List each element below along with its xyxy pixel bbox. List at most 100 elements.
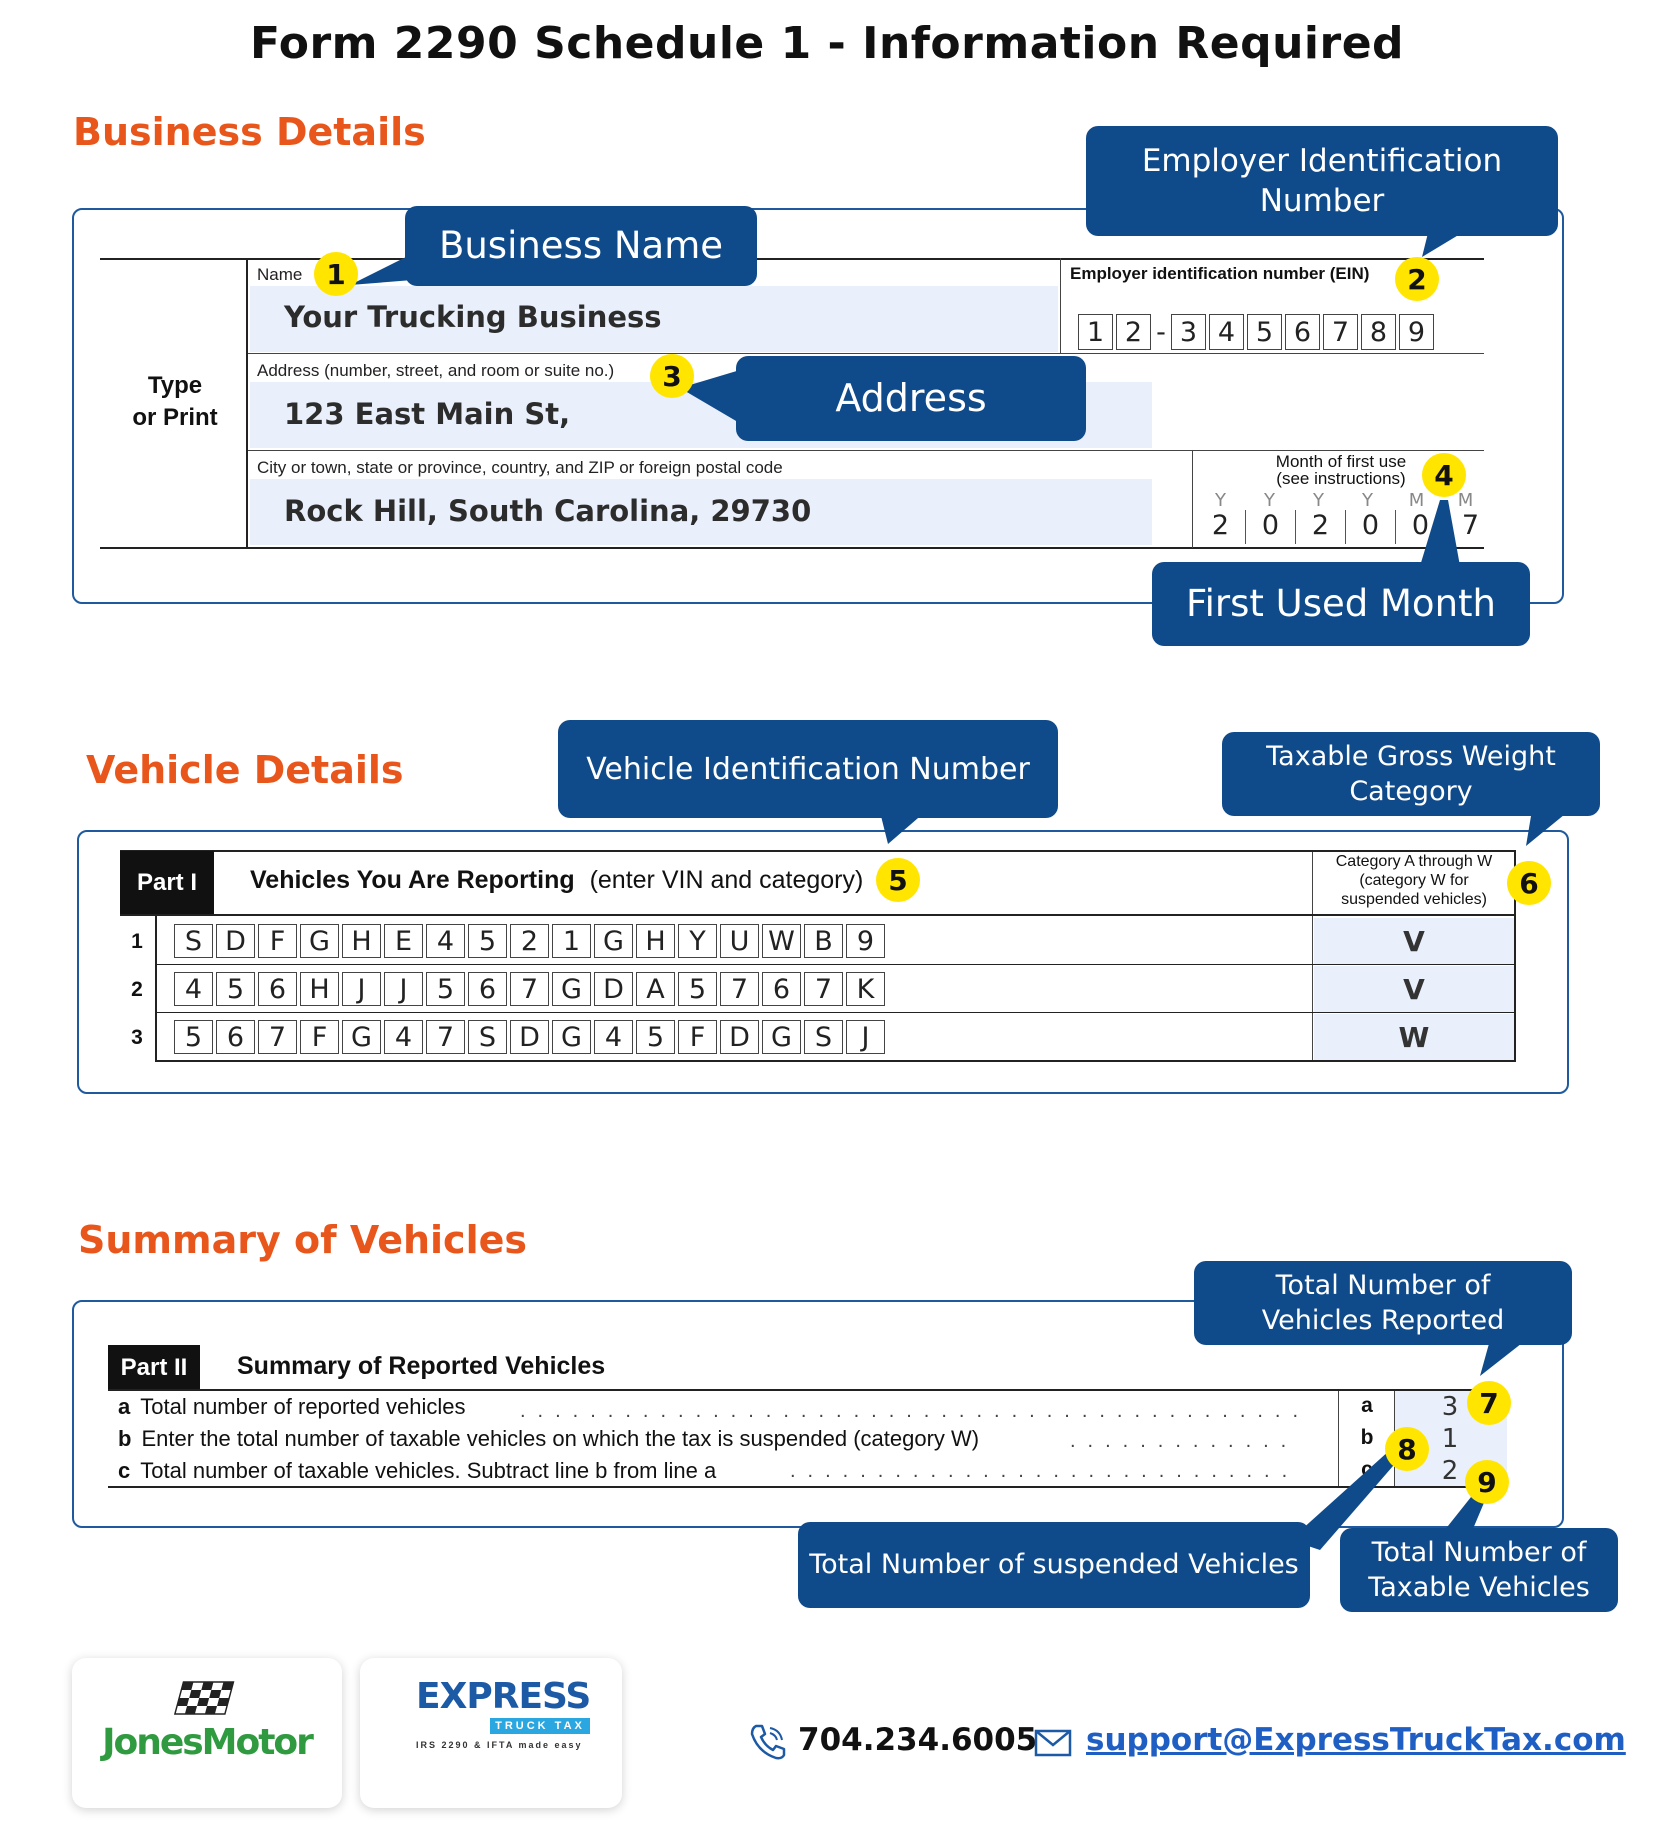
vin-char-box[interactable]: G	[552, 972, 591, 1006]
vin-char-box[interactable]: S	[468, 1020, 507, 1054]
category-field[interactable]: V	[1314, 966, 1514, 1012]
vin-char-box[interactable]: S	[804, 1020, 843, 1054]
month-letter: Y	[1313, 490, 1324, 511]
vin-char-box[interactable]: 5	[468, 924, 507, 958]
vin-char-box[interactable]: F	[300, 1020, 339, 1054]
vin-char-box[interactable]: W	[762, 924, 801, 958]
vin-char-box[interactable]: 7	[720, 972, 759, 1006]
vin-char-box[interactable]: 4	[594, 1020, 633, 1054]
vin-char-box[interactable]: 1	[552, 924, 591, 958]
vin-char-box[interactable]: 5	[678, 972, 717, 1006]
month-digit[interactable]: 2	[1211, 510, 1230, 541]
vin-char-box[interactable]: 5	[174, 1020, 213, 1054]
badge-7: 7	[1467, 1381, 1511, 1425]
vin-char-box[interactable]: S	[174, 924, 213, 958]
vin-char-box[interactable]: 7	[510, 972, 549, 1006]
vin-char-box[interactable]: G	[762, 1020, 801, 1054]
vin-char-box[interactable]: 6	[258, 972, 297, 1006]
address-field-label: Address (number, street, and room or sui…	[257, 361, 615, 380]
vin-char-box[interactable]: F	[258, 924, 297, 958]
name-field[interactable]	[250, 286, 1058, 352]
form-row-divider-2	[248, 450, 1484, 451]
summary-value-field[interactable]: 1	[1441, 1424, 1459, 1454]
email-link[interactable]: support@ExpressTruckTax.com	[1086, 1722, 1626, 1758]
vin-char-box[interactable]: 5	[636, 1020, 675, 1054]
badge-1: 1	[314, 252, 358, 296]
summary-line-text: Enter the total number of taxable vehicl…	[141, 1426, 980, 1451]
callout-business-name: Business Name	[405, 206, 757, 286]
vin-char-box[interactable]: 4	[384, 1020, 423, 1054]
ein-separator: -	[1156, 316, 1166, 348]
vin-char-box[interactable]: 7	[804, 972, 843, 1006]
name-field-label: Name	[257, 265, 303, 284]
vin-char-box[interactable]: 5	[216, 972, 255, 1006]
ein-digit-box[interactable]: 2	[1116, 314, 1151, 350]
callout-pointer-weight-category	[1526, 810, 1570, 846]
vin-char-box[interactable]: 5	[426, 972, 465, 1006]
vin-char-box[interactable]: 9	[846, 924, 885, 958]
section-heading-vehicle: Vehicle Details	[86, 748, 404, 792]
ein-digit-box[interactable]: 1	[1078, 314, 1113, 350]
vin-char-box[interactable]: D	[510, 1020, 549, 1054]
leader-dots: ........................................…	[1070, 1430, 1300, 1452]
callout-pointer-total-suspended	[1290, 1450, 1400, 1550]
vin-char-box[interactable]: J	[846, 1020, 885, 1054]
vin-char-box[interactable]: E	[384, 924, 423, 958]
month-digit[interactable]: 0	[1245, 510, 1295, 544]
vin-char-box[interactable]: 7	[426, 1020, 465, 1054]
month-digit[interactable]: 0	[1395, 510, 1445, 544]
vin-char-box[interactable]: 6	[216, 1020, 255, 1054]
vin-char-box[interactable]: F	[678, 1020, 717, 1054]
ein-digit-box[interactable]: 6	[1285, 314, 1320, 350]
city-field[interactable]	[250, 479, 1152, 545]
ein-digit-box[interactable]: 4	[1209, 314, 1244, 350]
vin-char-box[interactable]: D	[720, 1020, 759, 1054]
month-digit[interactable]: 0	[1345, 510, 1395, 544]
vin-char-box[interactable]: 2	[510, 924, 549, 958]
ein-digit-box[interactable]: 7	[1323, 314, 1358, 350]
vin-char-box[interactable]: G	[594, 924, 633, 958]
category-field[interactable]: W	[1314, 1014, 1514, 1060]
vin-char-box[interactable]: 6	[762, 972, 801, 1006]
month-letter: Y	[1264, 490, 1275, 511]
page-title: Form 2290 Schedule 1 - Information Requi…	[249, 18, 1405, 69]
vin-char-box[interactable]: H	[300, 972, 339, 1006]
phone-number[interactable]: 704.234.6005	[798, 1722, 1038, 1758]
vin-char-box[interactable]: Y	[678, 924, 717, 958]
summary-line-code: a	[1361, 1394, 1373, 1417]
vin-char-box[interactable]: G	[552, 1020, 591, 1054]
vin-char-box[interactable]: G	[300, 924, 339, 958]
ein-digit-box[interactable]: 8	[1361, 314, 1396, 350]
vin-char-box[interactable]: U	[720, 924, 759, 958]
vin-char-box[interactable]: J	[342, 972, 381, 1006]
summary-value-field[interactable]: 3	[1441, 1392, 1459, 1422]
summary-value-field[interactable]: 2	[1441, 1456, 1459, 1486]
vin-char-box[interactable]: D	[216, 924, 255, 958]
ein-digit-box[interactable]: 3	[1171, 314, 1206, 350]
vin-char-box[interactable]: 4	[174, 972, 213, 1006]
vin-char-box[interactable]: 7	[258, 1020, 297, 1054]
phone-icon	[750, 1724, 786, 1760]
vehicle-row-rule	[157, 1012, 1516, 1013]
vin-char-box[interactable]: B	[804, 924, 843, 958]
vin-char-box[interactable]: H	[636, 924, 675, 958]
category-field[interactable]: V	[1314, 918, 1514, 964]
vin-char-box[interactable]: 4	[426, 924, 465, 958]
ein-digit-box[interactable]: 9	[1399, 314, 1434, 350]
express-logo-main: EXPRESS	[416, 1676, 591, 1717]
vin-char-box[interactable]: J	[384, 972, 423, 1006]
vin-char-box[interactable]: D	[594, 972, 633, 1006]
vin-char-box[interactable]: H	[342, 924, 381, 958]
vin-char-box[interactable]: K	[846, 972, 885, 1006]
vin-char-box[interactable]: 6	[468, 972, 507, 1006]
vin-char-box[interactable]: A	[636, 972, 675, 1006]
vin-char-box[interactable]: G	[342, 1020, 381, 1054]
ein-digit-box[interactable]: 5	[1247, 314, 1282, 350]
form-left-divider	[246, 258, 248, 549]
month-digit[interactable]: 2	[1295, 510, 1345, 544]
